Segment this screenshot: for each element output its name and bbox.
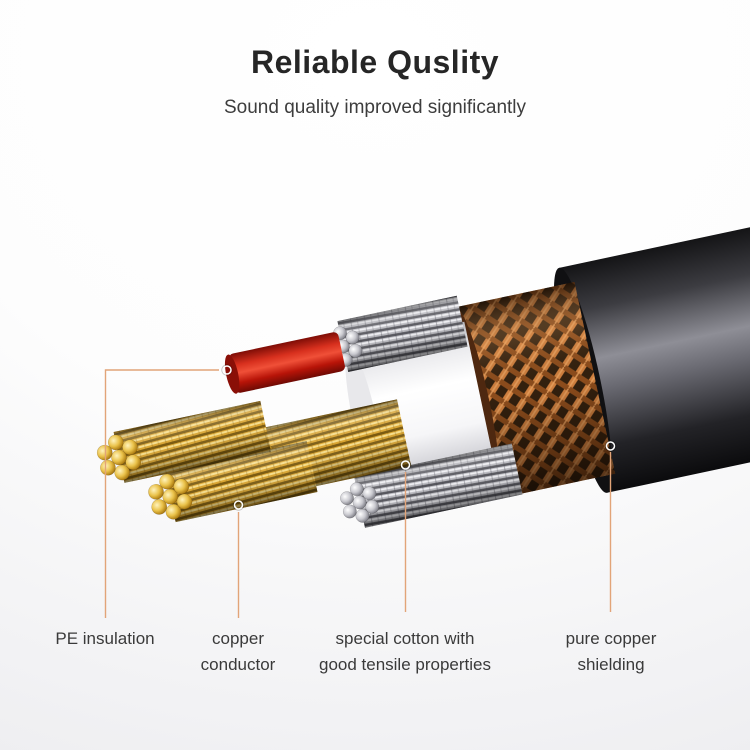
marker-pe-insulation (221, 364, 233, 376)
callout-copper-conductor-line1: copper (212, 629, 264, 648)
callout-special-cotton-line2: good tensile properties (318, 654, 491, 674)
marker-special-cotton (399, 459, 412, 471)
callout-copper-shielding-line1: pure copper (565, 629, 657, 648)
callout-pe-insulation-line1: PE insulation (55, 629, 155, 648)
gray-strand-bundle-top (320, 295, 468, 376)
gold-conductor-bundle-lower (145, 441, 318, 526)
marker-copper-conductor (232, 499, 245, 511)
page-title: Reliable Quslity (250, 44, 500, 80)
callout-copper-conductor-line2: conductor (200, 654, 276, 674)
cable-body (79, 215, 750, 595)
callout-leader-lines (104, 364, 617, 618)
callout-copper-shielding: pure copper shielding (525, 626, 697, 677)
callout-special-cotton-line1: special cotton with (335, 629, 475, 648)
gray-strand-bundle-bottom (336, 443, 523, 532)
page-subtitle: Sound quality improved significantly (223, 97, 527, 118)
callout-pe-insulation: PE insulation (25, 626, 185, 652)
gold-conductor-bundle-upper (94, 400, 272, 487)
callout-copper-conductor: copper conductor (157, 626, 319, 677)
marker-copper-shielding (604, 440, 617, 452)
callout-copper-shielding-line2: shielding (577, 654, 645, 674)
leader-line-pe-insulation (104, 369, 219, 618)
callout-special-cotton: special cotton with good tensile properti… (285, 626, 525, 677)
red-pe-insulated-wire (224, 332, 345, 394)
